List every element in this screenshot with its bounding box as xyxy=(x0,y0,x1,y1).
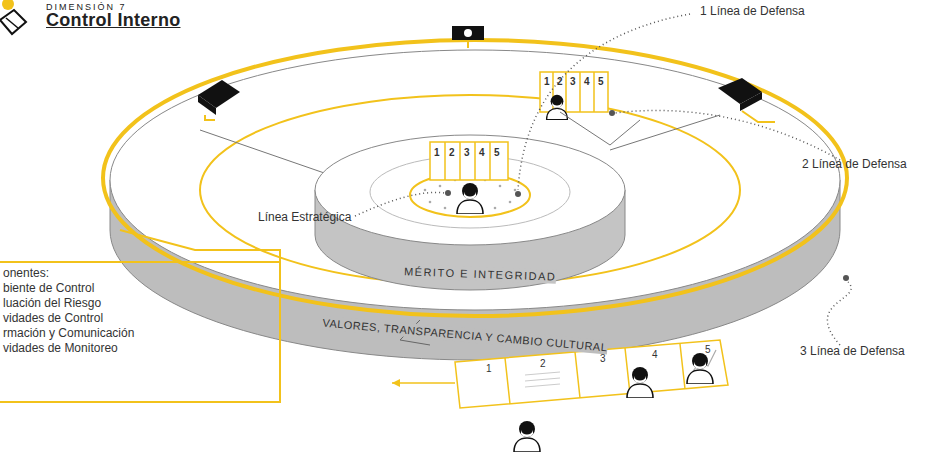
component-item: biente de Control xyxy=(3,281,134,296)
panel-number: 1 xyxy=(434,146,440,160)
panel-number: 4 xyxy=(584,75,590,89)
panel-number: 1 xyxy=(486,362,492,376)
defense-line-label: 1 Línea de Defensa xyxy=(700,4,805,18)
component-item: luación del Riesgo xyxy=(3,296,134,311)
defense-line-label: 2 Línea de Defensa xyxy=(802,157,907,171)
dimension-label: DIMENSIÓN 7 xyxy=(46,0,127,14)
panel-number: 5 xyxy=(705,343,711,357)
panel-number: 3 xyxy=(570,75,576,89)
panel-number: 2 xyxy=(557,75,563,89)
title: Control Interno xyxy=(46,10,180,30)
panel-number: 3 xyxy=(464,146,470,160)
panel-number: 2 xyxy=(540,357,546,371)
panel-number: 2 xyxy=(449,146,455,160)
panel-number: 5 xyxy=(598,75,604,89)
strategic-line-label: Línea Estratégica xyxy=(258,210,351,224)
box-heading: onentes: xyxy=(3,266,134,281)
component-item: vidades de Control xyxy=(3,311,134,326)
panel-number: 1 xyxy=(544,75,550,89)
panel-number: 5 xyxy=(494,146,500,160)
panel-number: 3 xyxy=(600,352,606,366)
defense-line-label: 3 Línea de Defensa xyxy=(800,344,905,358)
panel-number: 4 xyxy=(479,146,485,160)
component-item: vidades de Monitoreo xyxy=(3,341,134,356)
components-box: onentes:biente de Controlluación del Rie… xyxy=(3,266,134,356)
panel-number: 4 xyxy=(652,348,658,362)
component-item: rmación y Comunicación xyxy=(3,326,134,341)
